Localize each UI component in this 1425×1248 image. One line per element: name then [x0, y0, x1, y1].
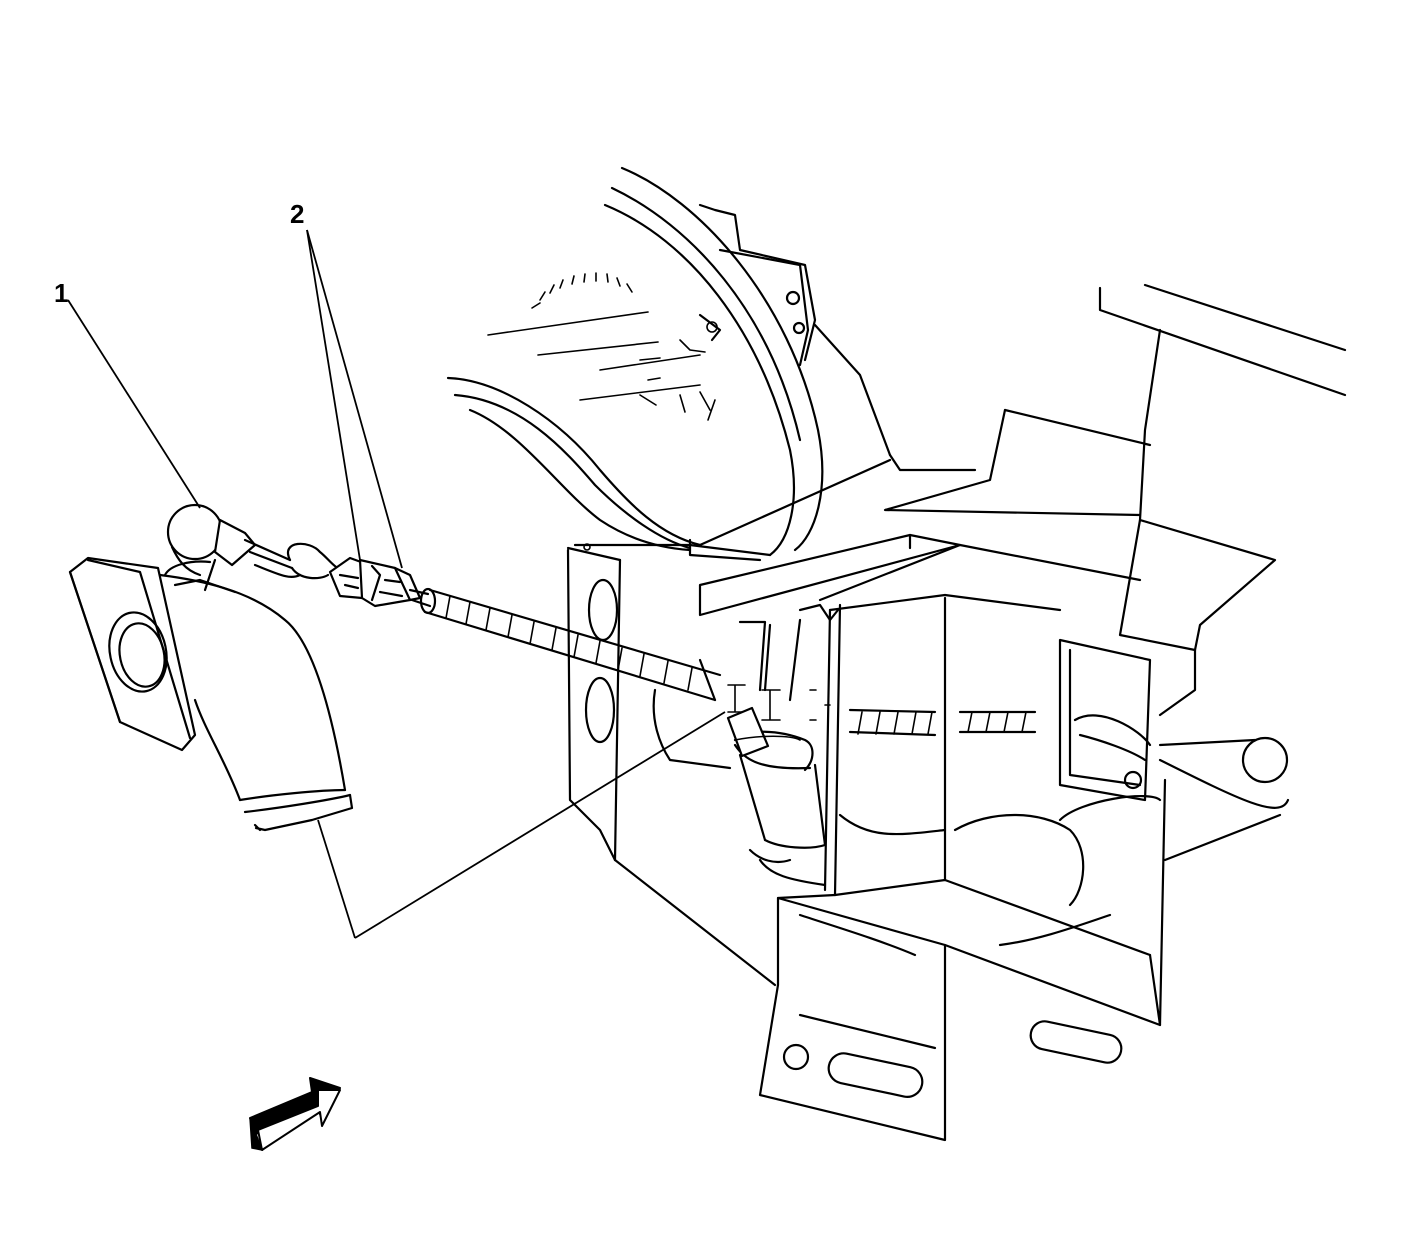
- callout-2-leader-b: [306, 229, 403, 569]
- dash-panel-structure: [566, 283, 1347, 1142]
- callout-2-label: 2: [290, 199, 304, 229]
- callout-1-leader: [67, 299, 201, 509]
- view-direction-arrow-icon: [249, 1077, 341, 1152]
- duct-leader: [354, 711, 726, 939]
- instrument-cluster-housing: [446, 166, 892, 562]
- callout-1-label: 1: [54, 278, 68, 308]
- sensor-harness-connector: [328, 556, 432, 608]
- ambient-sensor-assembly: [68, 503, 354, 832]
- leader-lines: [67, 229, 726, 939]
- wiring-harness: [419, 587, 831, 864]
- callout-2-leader-a: [306, 229, 361, 561]
